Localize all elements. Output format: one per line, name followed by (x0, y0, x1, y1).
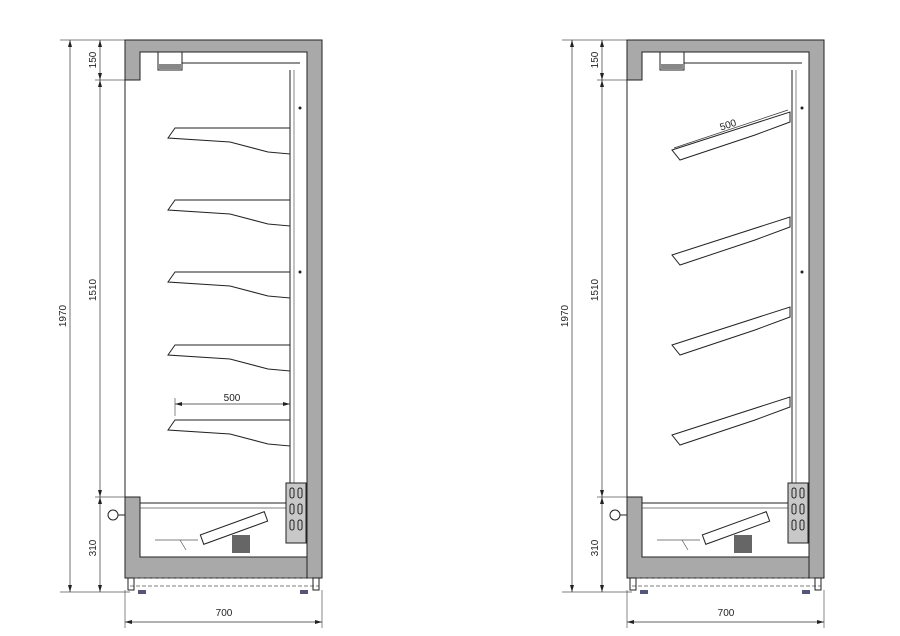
dimension-top-label: 150 (88, 51, 99, 68)
shelf (671, 111, 791, 161)
dimension-width-label: 700 (718, 608, 735, 619)
shelf (671, 396, 791, 446)
bracket-slot (799, 487, 805, 499)
bracket-slot (297, 519, 303, 531)
foot (300, 590, 308, 594)
arrow-head (315, 620, 322, 624)
fan-icon (701, 511, 771, 545)
base-wall (124, 496, 308, 579)
evaporator-bracket (787, 482, 809, 544)
light-fixture (157, 51, 183, 71)
fan-motor-icon (734, 535, 752, 553)
bracket-slot (791, 519, 797, 531)
shelf (167, 127, 291, 155)
arrow-head (98, 497, 102, 504)
dimension-base-label: 310 (590, 539, 601, 556)
arrow-head (98, 80, 102, 87)
arrow-head (570, 40, 574, 47)
dimension-top-label: 150 (590, 51, 601, 68)
dimension-shelf-label: 500 (719, 118, 739, 134)
knob-icon (107, 509, 119, 521)
dimension-middle-label: 1510 (88, 278, 99, 301)
plinth (127, 577, 320, 587)
arrow-head (98, 40, 102, 47)
arrow-head (570, 585, 574, 592)
dimension-base-label: 310 (88, 539, 99, 556)
bracket-slot (289, 519, 295, 531)
cabinet-horizontal-shelves: 1970 150 1510 310 700 500 (58, 39, 323, 628)
arrow-head (600, 497, 604, 504)
rivet (800, 106, 804, 110)
foot (138, 590, 146, 594)
arrow-head (68, 585, 72, 592)
dimension-total-label: 1970 (58, 304, 69, 327)
base-line (155, 539, 198, 551)
arrow-head (175, 402, 182, 406)
dimension-shelf-depth (673, 109, 789, 149)
light-grille (661, 64, 683, 69)
leg (629, 577, 637, 591)
bracket-slot (289, 487, 295, 499)
base-wall (626, 496, 810, 579)
arrow-head (600, 80, 604, 87)
arrow-head (600, 490, 604, 497)
arrow-head (68, 40, 72, 47)
rivet (298, 270, 302, 274)
arrow-head (817, 620, 824, 624)
evaporator-bracket (285, 482, 307, 544)
foot (802, 590, 810, 594)
arrow-head (98, 73, 102, 80)
shelf (167, 271, 291, 299)
light-grille (159, 64, 181, 69)
bracket-slot (297, 503, 303, 515)
leg (127, 577, 135, 591)
arrow-head (98, 490, 102, 497)
knob-icon (609, 509, 621, 521)
shelf (167, 419, 291, 447)
arrow-head (283, 402, 290, 406)
leg (312, 577, 320, 591)
dimension-shelf-label: 500 (224, 393, 241, 404)
dimension-total-label: 1970 (560, 304, 571, 327)
bracket-slot (791, 487, 797, 499)
rivet (800, 270, 804, 274)
bracket-slot (297, 487, 303, 499)
shelf (167, 199, 291, 227)
foot (640, 590, 648, 594)
rivet (298, 106, 302, 110)
arrow-head (600, 40, 604, 47)
fan-icon (199, 511, 269, 545)
cabinet-angled-shelves: 1970 150 1510 310 700 500 (560, 39, 825, 628)
bracket-slot (799, 519, 805, 531)
dimension-middle-label: 1510 (590, 278, 601, 301)
arrow-head (627, 620, 634, 624)
bracket-slot (289, 503, 295, 515)
shelf (671, 306, 791, 356)
light-fixture (659, 51, 685, 71)
shelf (671, 216, 791, 266)
arrow-head (600, 585, 604, 592)
bracket-slot (799, 503, 805, 515)
leg (814, 577, 822, 591)
plinth (629, 577, 822, 587)
shelf (167, 344, 291, 372)
arrow-head (600, 73, 604, 80)
arrow-head (98, 585, 102, 592)
dimension-width-label: 700 (216, 608, 233, 619)
arrow-head (125, 620, 132, 624)
base-line (657, 539, 700, 551)
bracket-slot (791, 503, 797, 515)
fan-motor-icon (232, 535, 250, 553)
